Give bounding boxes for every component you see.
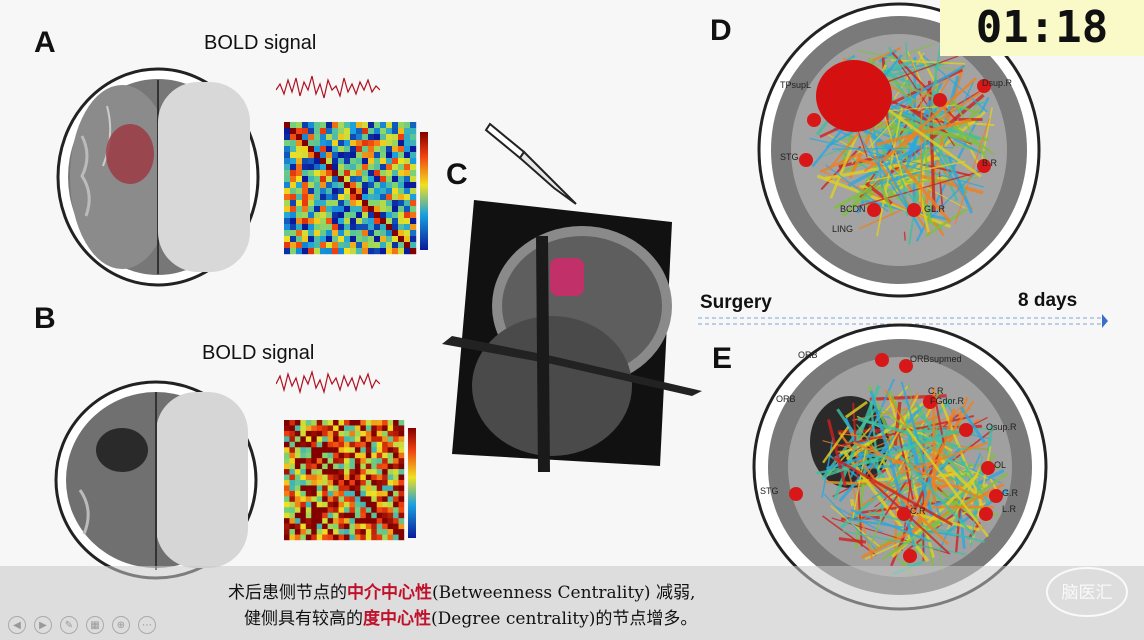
network-e-label-1: ORBsupmed [910, 354, 962, 364]
bold-signal-title-b: BOLD signal [202, 342, 315, 364]
watermark-logo: 脑医汇 [1040, 562, 1134, 622]
brain-axial-a-image [56, 67, 260, 287]
network-e-label-8: G.R [1002, 488, 1019, 498]
caption-line-2: 健侧具有较高的度中心性(Degree centrality)的节点增多。 [244, 604, 697, 629]
video-timer: 01:18 [940, 0, 1144, 56]
caption-line1-pre: 术后患侧节点的 [228, 583, 347, 603]
timeline-arrow [698, 314, 1108, 328]
network-d-label-2: STG [780, 152, 799, 162]
network-d-label-1: Dsup.R [982, 78, 1013, 88]
network-d-label-5: LING [832, 224, 853, 234]
brain-network-e-image: ORB ORBsupmed ORB C.R FGdor.R Osup.R STG… [752, 323, 1048, 611]
more-options-icon[interactable]: ⋯ [138, 616, 156, 634]
network-d-label-6: GL.R [924, 204, 946, 214]
next-slide-icon[interactable]: ▶ [34, 616, 52, 634]
surgery-label: Surgery [700, 292, 772, 313]
panel-letter-d: D [710, 14, 732, 47]
caption-line2-post: (Degree centrality)的节点增多。 [431, 609, 698, 629]
brain-axial-b-image [54, 380, 258, 580]
bold-signal-title-a: BOLD signal [204, 32, 317, 54]
pen-tool-icon[interactable]: ✎ [60, 616, 78, 634]
caption-line1-highlight: 中介中心性 [347, 583, 432, 603]
bold-signal-wave-b [276, 369, 380, 395]
caption-line1-post: (Betweenness Centrality) 减弱, [432, 583, 696, 603]
network-e-label-0: ORB [798, 350, 818, 360]
panel-letter-b: B [34, 302, 56, 335]
caption-line2-pre: 健侧具有较高的 [244, 609, 363, 629]
network-e-label-5: Osup.R [986, 422, 1017, 432]
panel-letter-e: E [712, 342, 733, 375]
brain-3d-slice-c-image [442, 200, 702, 472]
caption-line-1: 术后患侧节点的中介中心性(Betweenness Centrality) 减弱, [228, 578, 695, 603]
watermark-text: 脑医汇 [1062, 583, 1113, 603]
eight-days-label: 8 days [1018, 290, 1078, 311]
network-d-label-3: B.R [982, 158, 998, 168]
zoom-icon[interactable]: ⊕ [112, 616, 130, 634]
network-e-label-4: FGdor.R [930, 396, 965, 406]
network-e-label-2: ORB [776, 394, 796, 404]
brain-network-d-image: TPsupL Dsup.R STG B.R BCDN LING GL.R [757, 2, 1041, 298]
network-e-label-6: STG [760, 486, 779, 496]
slides-grid-icon[interactable]: ▦ [86, 616, 104, 634]
caption-line2-highlight: 度中心性 [363, 609, 431, 629]
network-d-label-4: BCDN [840, 204, 866, 214]
network-e-label-10: L.R [1002, 504, 1017, 514]
panel-letter-a: A [34, 26, 56, 59]
network-e-label-3: C.R [928, 386, 944, 396]
network-d-label-0: TPsupL [780, 80, 811, 90]
network-e-label-9: C.R [910, 506, 926, 516]
subtitle-caption-bar: 术后患侧节点的中介中心性(Betweenness Centrality) 减弱,… [0, 566, 1144, 640]
watermark-badge-icon: 脑医汇 [1046, 567, 1128, 617]
scalpel-icon [484, 122, 577, 205]
bold-signal-wave-a [276, 75, 380, 99]
correlation-matrix-b [284, 420, 416, 541]
correlation-matrix-a [284, 122, 428, 255]
panel-letter-c: C [446, 158, 468, 191]
network-e-label-7: OL [994, 460, 1006, 470]
prev-slide-icon[interactable]: ◀ [8, 616, 26, 634]
